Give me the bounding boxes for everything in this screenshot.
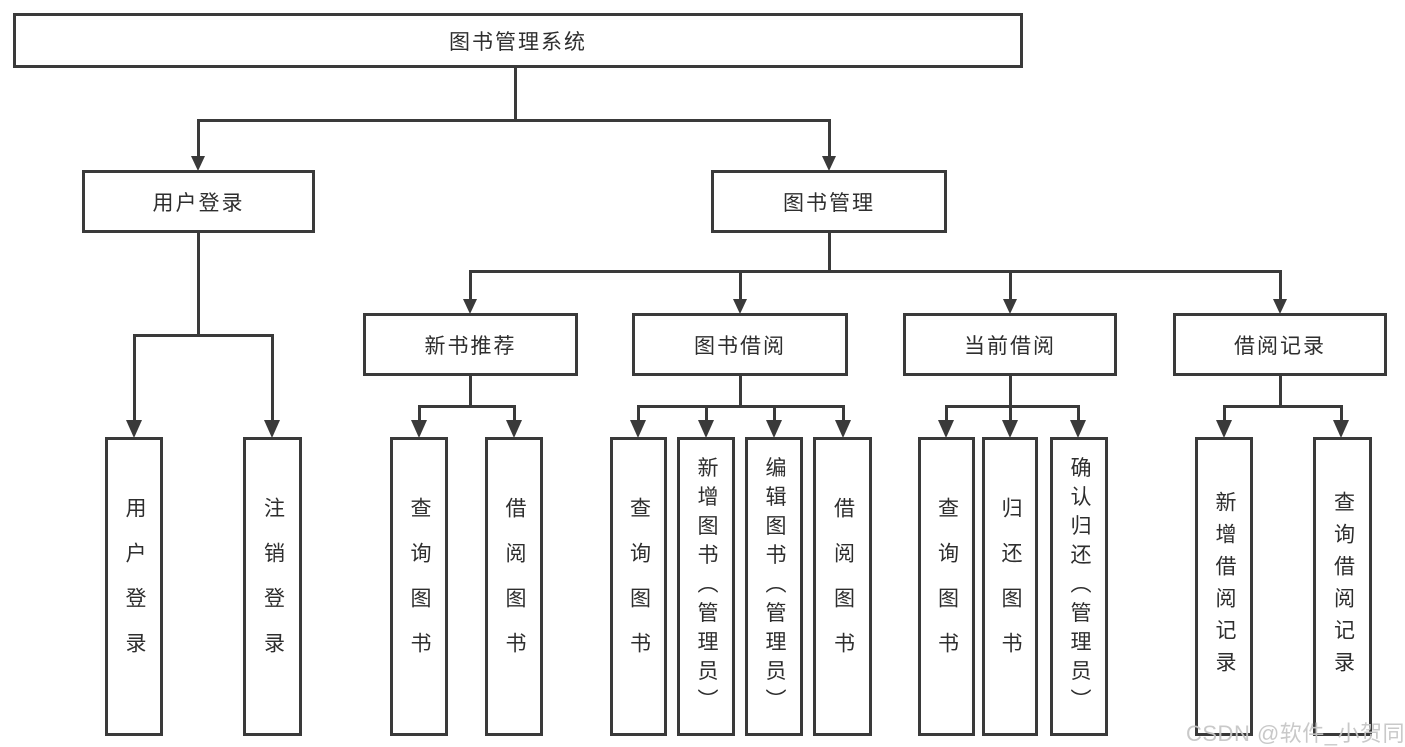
leaf-label: 新增图书（管理员） bbox=[695, 456, 718, 717]
connector-line bbox=[945, 405, 948, 421]
node-label: 用户登录 bbox=[152, 191, 245, 215]
arrow-down-icon bbox=[1002, 420, 1018, 438]
arrow-down-icon bbox=[822, 156, 836, 171]
leaf-label: 借阅图书 bbox=[831, 496, 855, 677]
leaf-query-books-recommend: 查询图书 bbox=[390, 437, 448, 736]
csdn-watermark: CSDN @软件_小贺同学 bbox=[1186, 721, 1405, 746]
leaf-edit-books-admin: 编辑图书（管理员） bbox=[745, 437, 803, 736]
connector-line bbox=[271, 334, 274, 421]
connector-line bbox=[828, 119, 831, 157]
node-new-book-recommend: 新书推荐 bbox=[363, 313, 578, 376]
node-label: 图书管理系统 bbox=[449, 30, 587, 54]
leaf-borrow-books-recommend: 借阅图书 bbox=[485, 437, 543, 736]
arrow-down-icon bbox=[1003, 299, 1017, 314]
leaf-label: 查询图书 bbox=[408, 496, 431, 677]
connector-line bbox=[133, 334, 273, 337]
leaf-label: 注销登录 bbox=[261, 496, 285, 677]
leaf-label: 用户登录 bbox=[123, 496, 146, 677]
leaf-logout: 注销登录 bbox=[243, 437, 302, 736]
leaf-label: 新增借阅记录 bbox=[1213, 490, 1236, 683]
connector-line bbox=[1279, 376, 1282, 407]
node-book-borrow: 图书借阅 bbox=[632, 313, 848, 376]
connector-line bbox=[828, 233, 831, 273]
connector-line bbox=[514, 68, 517, 120]
arrow-down-icon bbox=[698, 420, 714, 438]
connector-line bbox=[418, 405, 516, 408]
node-label: 新书推荐 bbox=[424, 334, 517, 358]
connector-line bbox=[945, 405, 1079, 408]
connector-line bbox=[1009, 376, 1012, 407]
leaf-label: 查询图书 bbox=[627, 496, 651, 677]
connector-line bbox=[1279, 270, 1282, 300]
leaf-return-books: 归还图书 bbox=[982, 437, 1038, 736]
leaf-label: 确认归还（管理员） bbox=[1068, 456, 1091, 717]
arrow-down-icon bbox=[1333, 420, 1349, 438]
arrow-down-icon bbox=[835, 420, 851, 438]
arrow-down-icon bbox=[1216, 420, 1232, 438]
node-borrow-record: 借阅记录 bbox=[1173, 313, 1387, 376]
connector-line bbox=[469, 376, 472, 407]
node-book-management: 图书管理 bbox=[711, 170, 947, 233]
connector-line bbox=[1340, 405, 1343, 421]
connector-line bbox=[1223, 405, 1226, 421]
arrow-down-icon bbox=[126, 420, 142, 438]
leaf-add-borrow-record: 新增借阅记录 bbox=[1195, 437, 1253, 736]
leaf-label: 查询图书 bbox=[935, 496, 959, 677]
connector-line bbox=[418, 405, 421, 421]
connector-line bbox=[842, 405, 845, 421]
node-label: 图书管理 bbox=[783, 191, 875, 215]
connector-line bbox=[739, 270, 742, 300]
connector-line bbox=[1009, 270, 1012, 300]
connector-line bbox=[197, 233, 200, 336]
connector-line bbox=[1077, 405, 1080, 421]
arrow-down-icon bbox=[938, 420, 954, 438]
connector-line bbox=[637, 405, 845, 408]
arrow-down-icon bbox=[463, 299, 477, 314]
leaf-label: 归还图书 bbox=[999, 496, 1022, 677]
connector-line bbox=[739, 376, 742, 407]
node-label: 图书借阅 bbox=[694, 334, 786, 358]
leaf-label: 编辑图书（管理员） bbox=[763, 456, 786, 717]
connector-line bbox=[513, 405, 516, 421]
leaf-query-borrow-record: 查询借阅记录 bbox=[1313, 437, 1372, 736]
arrow-down-icon bbox=[411, 420, 427, 438]
node-library-management-system: 图书管理系统 bbox=[13, 13, 1023, 68]
leaf-label: 查询借阅记录 bbox=[1331, 490, 1355, 683]
node-label: 借阅记录 bbox=[1234, 334, 1326, 358]
connector-line bbox=[469, 270, 472, 300]
arrow-down-icon bbox=[766, 420, 782, 438]
connector-line bbox=[469, 270, 1282, 273]
arrow-down-icon bbox=[191, 156, 205, 171]
leaf-borrow-books: 借阅图书 bbox=[813, 437, 872, 736]
leaf-add-books-admin: 新增图书（管理员） bbox=[677, 437, 735, 736]
connector-line bbox=[1223, 405, 1343, 408]
node-current-borrow: 当前借阅 bbox=[903, 313, 1117, 376]
arrow-down-icon bbox=[1070, 420, 1086, 438]
node-user-login: 用户登录 bbox=[82, 170, 315, 233]
leaf-user-login: 用户登录 bbox=[105, 437, 163, 736]
connector-line bbox=[705, 405, 708, 421]
connector-line bbox=[1009, 405, 1012, 421]
arrow-down-icon bbox=[1273, 299, 1287, 314]
connector-line bbox=[133, 334, 136, 421]
connector-line bbox=[637, 405, 640, 421]
leaf-query-books-current: 查询图书 bbox=[918, 437, 975, 736]
connector-line bbox=[197, 119, 200, 157]
connector-line bbox=[773, 405, 776, 421]
connector-line bbox=[197, 119, 831, 122]
arrow-down-icon bbox=[264, 420, 280, 438]
leaf-query-books-borrow: 查询图书 bbox=[610, 437, 667, 736]
arrow-down-icon bbox=[733, 299, 747, 314]
leaf-label: 借阅图书 bbox=[503, 496, 526, 677]
leaf-confirm-return-admin: 确认归还（管理员） bbox=[1050, 437, 1108, 736]
arrow-down-icon bbox=[506, 420, 522, 438]
node-label: 当前借阅 bbox=[964, 334, 1056, 358]
arrow-down-icon bbox=[630, 420, 646, 438]
